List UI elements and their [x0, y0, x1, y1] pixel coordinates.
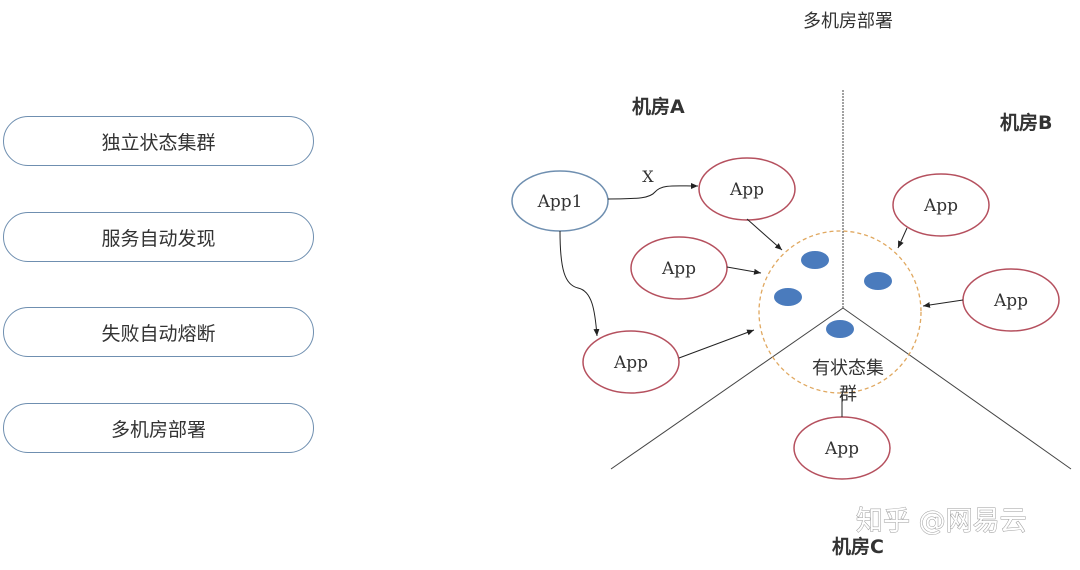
room-c-label: 机房C [832, 535, 884, 558]
app-label: App [661, 259, 696, 279]
watermark: 知乎 @网易云 [856, 506, 1027, 537]
arrow-app1-to-app-a3 [559, 230, 600, 337]
feature-label: 独立状态集群 [101, 131, 216, 154]
app-label: App [993, 291, 1028, 311]
arrow-app-b2-to-cluster [922, 299, 964, 308]
diagram-title: 多机房部署 [803, 11, 893, 32]
feature-multi-datacenter: 多机房部署 [3, 403, 314, 453]
blocked-marker: X [642, 167, 654, 186]
cluster-label-line1: 有状态集 [812, 358, 884, 379]
feature-independent-cluster: 独立状态集群 [3, 116, 314, 166]
cluster-node [826, 320, 854, 338]
feature-label: 失败自动熔断 [101, 322, 216, 345]
stateful-cluster [758, 230, 922, 394]
feature-label: 服务自动发现 [101, 227, 216, 250]
app-a2 [630, 236, 728, 300]
app-a1 [698, 157, 796, 221]
arrow-app-b1-to-cluster [897, 227, 908, 249]
app-label: App [923, 196, 958, 216]
feature-circuit-breaker: 失败自动熔断 [3, 307, 314, 357]
room-b-label: 机房B [1000, 111, 1052, 134]
app-label: App [729, 180, 764, 200]
cluster-node [864, 272, 892, 290]
arrow-app-a2-to-cluster [726, 266, 762, 275]
cluster-node [801, 251, 829, 269]
cluster-label-line2: 群 [839, 384, 857, 405]
divider-bc [842, 307, 1072, 470]
app-label: App [824, 439, 859, 459]
room-a-label: 机房A [632, 95, 685, 118]
arrow-app1-to-app-a1 [607, 182, 699, 200]
divider-ac [610, 307, 844, 470]
cluster-node [774, 288, 802, 306]
feature-label: 多机房部署 [110, 418, 206, 441]
feature-service-discovery: 服务自动发现 [3, 212, 314, 262]
arrow-app-a1-to-cluster [746, 218, 783, 251]
app-a3 [582, 330, 680, 394]
client-app1-label: App1 [537, 192, 583, 212]
arrow-app-a3-to-cluster [678, 329, 755, 359]
app-label: App [613, 353, 648, 373]
app-b1 [892, 173, 990, 237]
